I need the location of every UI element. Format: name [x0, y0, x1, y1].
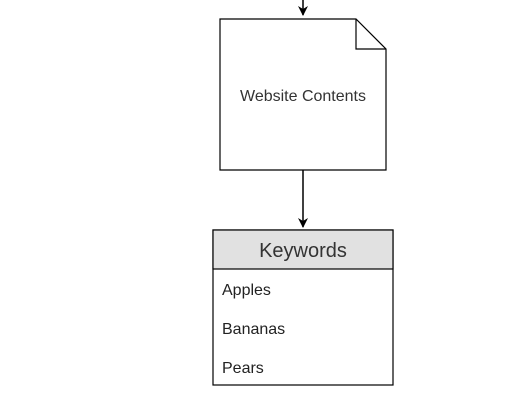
document-shape [219, 18, 387, 171]
website-contents-node[interactable]: Website Contents [219, 18, 387, 171]
keyword-item: Pears [222, 360, 264, 377]
keyword-item: Apples [222, 282, 271, 299]
keyword-item: Bananas [222, 321, 285, 338]
website-contents-label: Website Contents [240, 88, 366, 105]
keywords-title: Keywords [259, 240, 347, 262]
document-fold-corner [355, 19, 386, 50]
keywords-table-header [212, 229, 394, 270]
keywords-table[interactable]: Keywords Apples Bananas Pears [212, 229, 394, 386]
